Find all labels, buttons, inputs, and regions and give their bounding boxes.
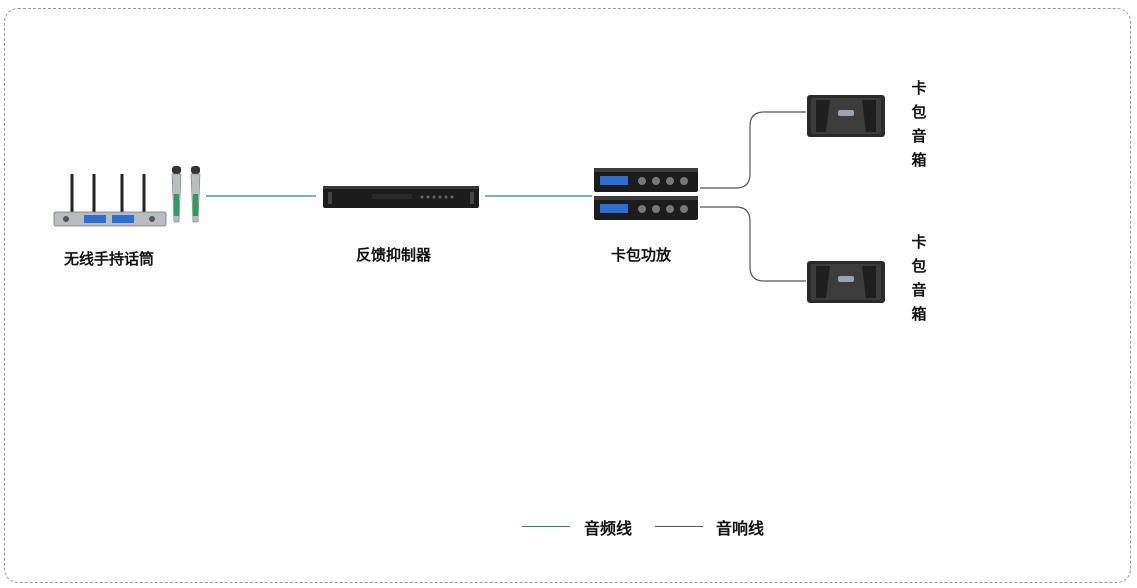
ktv-speaker-icon: [807, 95, 885, 137]
speaker-1-label-char: 包: [911, 103, 927, 121]
amp-label: 卡包功放: [611, 246, 672, 264]
feedback-suppressor-icon: [323, 186, 479, 208]
speaker-1-label: 卡 包 音 箱: [910, 76, 928, 172]
ktv-speaker-icon: [807, 261, 885, 303]
speaker-1-label-char: 箱: [911, 151, 927, 169]
wireless-mic-icon: [53, 166, 201, 227]
legend-speaker-label: 音响线: [716, 519, 765, 538]
mic-label: 无线手持话筒: [64, 250, 155, 268]
speaker-2-label-char: 音: [911, 281, 927, 299]
legend-audio-label: 音频线: [584, 519, 633, 538]
legend-audio-line-swatch: [522, 526, 570, 527]
suppressor-label: 反馈抑制器: [356, 246, 432, 264]
speaker-1-label-char: 卡: [911, 79, 927, 97]
speaker-line-top: [700, 111, 806, 189]
speaker-line-bottom: [700, 206, 806, 282]
amplifier-icon: [594, 168, 698, 220]
speaker-2-label: 卡 包 音 箱: [910, 230, 928, 326]
legend-speaker-line-swatch: [655, 526, 703, 527]
diagram-frame: [4, 8, 1131, 583]
speaker-1-label-char: 音: [911, 127, 927, 145]
speaker-2-label-char: 箱: [911, 305, 927, 323]
speaker-2-label-char: 卡: [911, 233, 927, 251]
speaker-2-label-char: 包: [911, 257, 927, 275]
